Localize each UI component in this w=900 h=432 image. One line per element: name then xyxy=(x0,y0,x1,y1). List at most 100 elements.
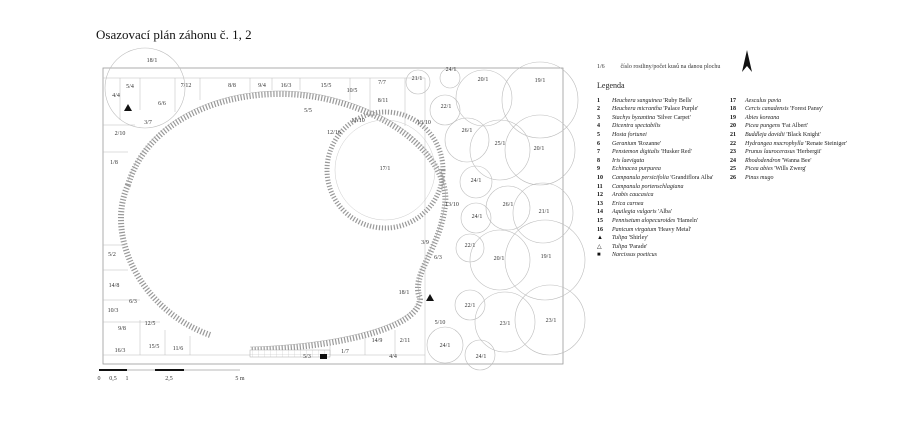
scale-bar: 0 0,5 1 2,5 5 m xyxy=(98,369,245,382)
legend-code: 7 xyxy=(597,149,600,156)
area-label: 3/9 xyxy=(421,240,429,246)
area-label: 18/1 xyxy=(399,290,410,296)
legend-code: 6 xyxy=(597,140,600,147)
legend-code: 1 xyxy=(597,97,600,104)
area-label: 5/3 xyxy=(303,354,311,360)
plan-title: Osazovací plán záhonu č. 1, 2 xyxy=(96,27,252,42)
area-label: 11/10 xyxy=(351,118,364,124)
area-label: 15/5 xyxy=(321,83,332,89)
area-label: 22/1 xyxy=(441,104,452,110)
area-label: 19/1 xyxy=(535,78,546,84)
legend-code: 3 xyxy=(597,114,600,121)
legend-code: 8 xyxy=(597,157,600,164)
tulip-shirley-symbol xyxy=(124,104,132,111)
area-label: 22/1 xyxy=(465,243,476,249)
legend-plant-name: Prunus laurocerasus xyxy=(745,149,795,156)
area-label: 10/5 xyxy=(347,88,358,94)
legend-cultivar: 'Hameln' xyxy=(676,217,698,224)
area-label: 21/1 xyxy=(412,76,423,82)
area-label: 11/6 xyxy=(173,346,183,352)
legend-plant-name: Hosta fortunei xyxy=(612,131,647,138)
legend-plant-name: Picea pungens xyxy=(745,123,781,130)
legend-plant-name: Erica carnea xyxy=(612,200,644,207)
area-label: 0 xyxy=(98,376,101,382)
legend-plant-name: Geranium xyxy=(612,140,637,147)
legend-entry: ▲Tulipa 'Shirley' xyxy=(597,234,730,243)
area-label: 12/16 xyxy=(327,130,341,136)
area-label: 20/1 xyxy=(534,146,545,152)
legend-code: 23 xyxy=(730,149,736,156)
legend-code: 20 xyxy=(730,123,736,130)
legend-entry: 6 Geranium 'Rozanne' xyxy=(597,140,730,149)
area-label: 5/10 xyxy=(435,320,446,326)
area-label: 24/1 xyxy=(446,67,457,73)
legend-cultivar: 'Grandiflora Alba' xyxy=(670,174,714,181)
area-label: 24/1 xyxy=(476,354,487,360)
legend-plant-name: Heuchera sanguinea xyxy=(612,97,662,104)
narcissus-symbol xyxy=(320,354,327,359)
legend-cultivar: 'Wanna Bee' xyxy=(781,157,812,164)
legend-code: 16 xyxy=(597,226,603,233)
area-label: 8/8 xyxy=(228,83,236,89)
legend-cultivar: 'Black Knight' xyxy=(786,131,821,138)
area-label: 26/1 xyxy=(462,128,473,134)
inner-circle-bed xyxy=(324,109,446,231)
area-label: 5/5 xyxy=(304,108,312,114)
area-label: 8/11 xyxy=(378,98,388,104)
legend-cultivar: 'Rozanne' xyxy=(637,140,661,147)
legend-title: Legenda xyxy=(597,81,625,90)
area-label: 5/2 xyxy=(108,252,116,258)
area-label: 24/1 xyxy=(472,214,483,220)
legend-plant-name: Abies koreana xyxy=(745,114,780,121)
legend-plant-name: Buddleja davidii xyxy=(745,131,785,138)
legend-code: 26 xyxy=(730,174,736,181)
area-label: 5/4 xyxy=(126,84,134,90)
key-code: 1/6 xyxy=(597,64,605,70)
area-label: 1 xyxy=(126,376,129,382)
area-label: 13/10 xyxy=(445,202,459,208)
bed-boundary xyxy=(102,67,564,365)
tulip-shirley-symbol-2 xyxy=(426,294,434,301)
area-label: 1/7 xyxy=(341,349,349,355)
area-label: 23/1 xyxy=(546,318,557,324)
area-label: 9/4 xyxy=(258,83,266,89)
key-text: číslo rostliny/počet kusů na danou ploch… xyxy=(620,64,721,70)
legend-plant-name: Campanula persicifolia xyxy=(612,174,669,181)
legend-entry: 19 Abies koreana xyxy=(730,114,870,123)
legend-entry: 10 Campanula persicifolia 'Grandiflora Al… xyxy=(597,174,730,183)
area-label: 0,5 xyxy=(109,376,117,382)
legend-plant-name: Stachys byzantina xyxy=(612,114,656,121)
area-label: 20/1 xyxy=(478,77,489,83)
area-label: 3/7 xyxy=(144,120,152,126)
area-label: 16/3 xyxy=(281,83,292,89)
area-label: 15/5 xyxy=(149,344,160,350)
legend-code: 4 xyxy=(597,123,600,130)
legend-cultivar: 'Renate Steiniger' xyxy=(805,140,848,147)
legend-plant-name: Aquilegia vulgaris xyxy=(612,209,657,216)
area-label: 13/10 xyxy=(417,120,431,126)
legend-code: 25 xyxy=(730,166,736,173)
legend-cultivar: 'Heavy Metal' xyxy=(657,226,692,233)
area-label: 25/1 xyxy=(495,141,506,147)
area-label: 6/3 xyxy=(129,299,137,305)
legend-code: ▲ xyxy=(597,235,603,242)
legend-code: 19 xyxy=(730,114,736,121)
legend-plant-name: Heuchera micrantha xyxy=(612,106,662,113)
north-arrow xyxy=(742,50,752,72)
area-label: 2,5 xyxy=(165,376,173,382)
legend-code: 10 xyxy=(597,174,603,181)
legend-cultivar: 'Shirley' xyxy=(628,235,649,242)
legend-code: 11 xyxy=(597,183,603,190)
